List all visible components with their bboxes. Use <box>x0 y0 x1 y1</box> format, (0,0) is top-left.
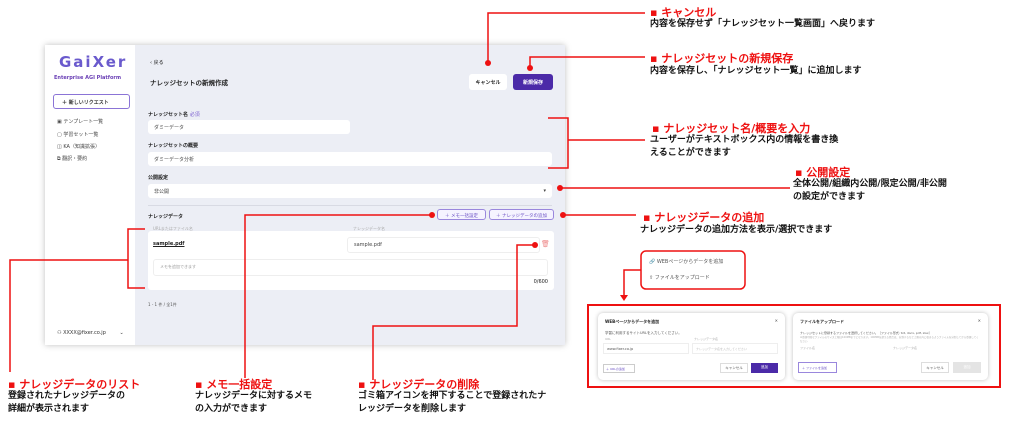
memo-counter: 0/600 <box>533 279 548 285</box>
knowledge-data-label: ナレッジデータ <box>148 214 184 220</box>
url-input[interactable]: www.fixer.co.jp <box>603 343 689 354</box>
annotation-input-title: ▪ ナレッジセット名/概要を入力 <box>652 122 811 135</box>
url-label: URL <box>605 337 611 341</box>
annotation-list-desc: 登録されたナレッジデータの詳細が表示されます <box>8 391 126 414</box>
cancel-button[interactable]: キャンセル <box>469 74 507 90</box>
add-knowledge-data-button[interactable]: ＋ ナレッジデータの追加 <box>489 209 554 220</box>
file-link[interactable]: sample.pdf <box>153 241 185 247</box>
dialog-title: WEBページからデータを追加 <box>605 319 660 324</box>
cancel-button[interactable]: キャンセル <box>720 363 748 373</box>
file-dialog: ファイルをアップロード ✕ ナレッジセットに登録するファイルを選択してください。… <box>793 313 988 380</box>
annotation-memo-desc: ナレッジデータに対するメモの入力ができます <box>195 391 313 414</box>
menu-web[interactable]: 🔗 WEBページからデータを追加 <box>649 259 724 265</box>
knowledge-data-row: sample.pdf sample.pdf 🗑 メモを追加できます 0/600 <box>148 231 554 290</box>
annotation-delete-title: ▪ ナレッジデータの削除 <box>358 378 480 391</box>
memo-bulk-button[interactable]: ＋ メモ一括設定 <box>437 209 486 220</box>
annotation-add-title: ▪ ナレッジデータの追加 <box>643 211 765 224</box>
link-icon: 🔗 <box>649 259 656 265</box>
user-menu[interactable]: ⚇ XXXX@fixer.co.jp ⌄ <box>57 330 124 336</box>
col-name: ナレッジデータ名 <box>353 226 385 231</box>
save-button[interactable]: 新規保存 <box>513 74 553 90</box>
nav-label: テンプレート一覧 <box>63 119 104 125</box>
dialog-instruction: 学習に利用するサイトURLを入力してください。 <box>605 331 682 335</box>
summary-input[interactable]: ダミーデータ分析 <box>148 152 552 166</box>
nav-label: 翻訳・要約 <box>62 156 88 162</box>
annotation-save-desc: 内容を保存し、「ナレッジセット一覧」に追加します <box>650 66 862 76</box>
data-name-input[interactable]: ナレッジデータ名を入力してください <box>692 343 778 354</box>
close-icon[interactable]: ✕ <box>977 318 981 323</box>
data-name-input[interactable]: sample.pdf <box>347 237 540 253</box>
tagline: Enterprise AGI Platform <box>54 75 122 81</box>
nav-label: KA（知識拡張） <box>63 144 100 150</box>
user-icon: ⚇ <box>57 330 64 336</box>
annotation-save-title: ▪ ナレッジセットの新規保存 <box>650 52 794 65</box>
sidebar-item-learning-sets[interactable]: ▢ 学習セット一覧 <box>57 132 99 138</box>
summary-label: ナレッジセットの概要 <box>148 143 199 149</box>
pagination: 1 - 1 件 / 全1件 <box>148 302 177 307</box>
back-link[interactable]: ‹ 戻る <box>150 60 164 66</box>
cancel-button[interactable]: キャンセル <box>921 362 949 373</box>
add-url-button[interactable]: ＋ URLの追加 <box>603 364 635 373</box>
logo: GaiXer <box>59 53 128 71</box>
chevron-down-icon: ⌄ <box>119 330 124 336</box>
web-dialog: WEBページからデータを追加 ✕ 学習に利用するサイトURLを入力してください。… <box>598 313 785 380</box>
visibility-select[interactable]: 非公開▾ <box>148 184 552 198</box>
name-input[interactable]: ダミーデータ <box>148 120 350 134</box>
upload-icon: ⇪ <box>649 275 654 281</box>
annotation-cancel-title: ▪ キャンセル <box>650 6 717 19</box>
dialog-instruction: ナレッジセットに登録するファイルを選択してください。［ファイル形式: txt, … <box>800 331 932 335</box>
visibility-label: 公開設定 <box>148 175 169 181</box>
file-label: ファイル名 <box>800 346 816 350</box>
app-window: GaiXer Enterprise AGI Platform ＋ 新しいリクエス… <box>45 45 565 345</box>
name-label: ナレッジデータ名 <box>694 337 719 341</box>
annotation-memo-title: ▪ メモ一括設定 <box>195 378 273 391</box>
required-badge: 必須 <box>189 112 200 118</box>
annotation-delete-desc: ゴミ箱アイコンを押下することで登録されたナレッジデータを削除します <box>358 391 547 414</box>
annotation-visibility-title: ▪ 公開設定 <box>795 166 851 179</box>
dialog-title: ファイルをアップロード <box>800 319 844 324</box>
sidebar-item-templates[interactable]: ▣ テンプレート一覧 <box>57 119 104 125</box>
sidebar-item-ka[interactable]: ◫ KA（知識拡張） <box>57 144 100 150</box>
sidebar-item-translate[interactable]: ⧉ 翻訳・要約 <box>57 156 88 162</box>
page-title: ナレッジセットの新規作成 <box>150 79 228 87</box>
user-email: XXXX@fixer.co.jp <box>63 330 106 336</box>
memo-input[interactable]: メモを追加できます <box>153 259 548 276</box>
add-file-button[interactable]: ＋ ファイルを追加 <box>798 362 837 373</box>
annotation-visibility-desc: 全体公開/組織内公開/限定公開/非公開の設定ができます <box>793 179 947 202</box>
submit-button: 追加 <box>953 362 981 373</box>
annotation-add-desc: ナレッジデータの追加方法を表示/選択できます <box>640 225 833 235</box>
name-label: ナレッジデータ名 <box>893 346 918 350</box>
annotation-cancel-desc: 内容を保存せず「ナレッジセット一覧画面」へ戻ります <box>650 19 876 29</box>
annotation-list-title: ▪ ナレッジデータのリスト <box>8 378 141 391</box>
trash-icon[interactable]: 🗑 <box>541 240 550 248</box>
col-file: URLまたはファイル名 <box>153 226 193 231</box>
close-icon[interactable]: ✕ <box>774 318 778 323</box>
divider <box>148 205 552 206</box>
new-request-button[interactable]: ＋ 新しいリクエスト <box>53 94 130 109</box>
dialog-note: ※登録可能なファイルのサイズ上限は100MBまでとなります。100MBを超える場… <box>800 336 979 343</box>
nav-label: 学習セット一覧 <box>63 132 99 138</box>
name-label: ナレッジセット名 必須 <box>148 112 200 118</box>
menu-upload[interactable]: ⇪ ファイルをアップロード <box>649 275 710 281</box>
annotation-input-desc: ユーザーがテキストボックス内の情報を書き換えることができます <box>650 135 839 158</box>
chevron-down-icon: ▾ <box>543 188 546 194</box>
sidebar: GaiXer Enterprise AGI Platform ＋ 新しいリクエス… <box>45 45 135 345</box>
submit-button[interactable]: 追加 <box>751 363 778 373</box>
